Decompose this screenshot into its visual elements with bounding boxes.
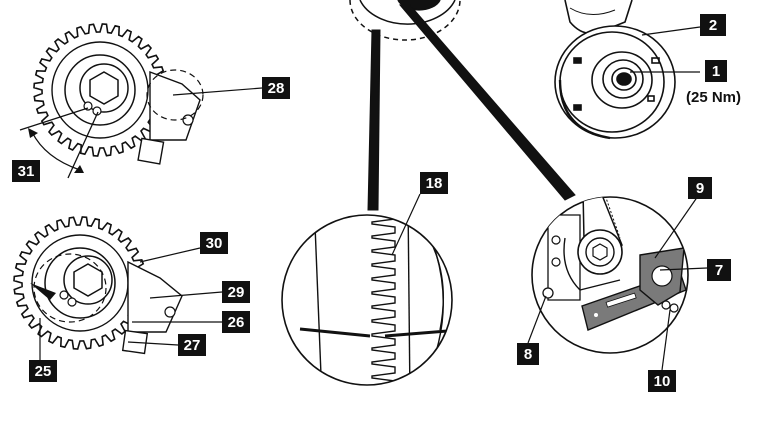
- svg-text:31: 31: [18, 163, 35, 180]
- crank-pulley-assembly: [554, 0, 676, 140]
- svg-text:1: 1: [712, 63, 720, 80]
- callout-28: 28: [262, 77, 290, 99]
- svg-text:30: 30: [206, 235, 223, 252]
- svg-text:7: 7: [715, 262, 723, 279]
- callout-27: 27: [178, 334, 206, 356]
- svg-text:27: 27: [184, 337, 201, 354]
- svg-text:26: 26: [228, 314, 245, 331]
- camshaft-sprocket-upper: [19, 23, 263, 179]
- camshaft-sprocket-lower: [13, 216, 223, 360]
- belt-tooth-detail: [281, 193, 453, 386]
- callout-7: 7: [707, 259, 731, 281]
- svg-text:10: 10: [654, 373, 671, 390]
- callout-2: 2: [700, 14, 726, 36]
- svg-text:9: 9: [696, 180, 704, 197]
- callout-9: 9: [688, 177, 712, 199]
- callout-18: 18: [420, 172, 448, 194]
- callout-29: 29: [222, 281, 250, 303]
- svg-text:28: 28: [268, 80, 285, 97]
- svg-text:29: 29: [228, 284, 245, 301]
- callout-30: 30: [200, 232, 228, 254]
- callout-10: 10: [648, 370, 676, 392]
- callout-1: 1: [705, 60, 727, 82]
- crankshaft-locking-inset: [527, 195, 708, 371]
- pulley-leaders: [630, 26, 701, 73]
- callout-25: 25: [29, 360, 57, 382]
- svg-text:8: 8: [524, 346, 532, 363]
- svg-text:18: 18: [426, 175, 443, 192]
- detail-leader-lines: [367, 4, 576, 211]
- torque-note: (25 Nm): [686, 89, 741, 106]
- top-magnifier-fragment: [349, 0, 461, 41]
- callout-31: 31: [12, 160, 40, 182]
- svg-text:25: 25: [35, 363, 52, 380]
- callout-8: 8: [517, 343, 539, 365]
- callout-26: 26: [222, 311, 250, 333]
- svg-text:2: 2: [709, 17, 717, 34]
